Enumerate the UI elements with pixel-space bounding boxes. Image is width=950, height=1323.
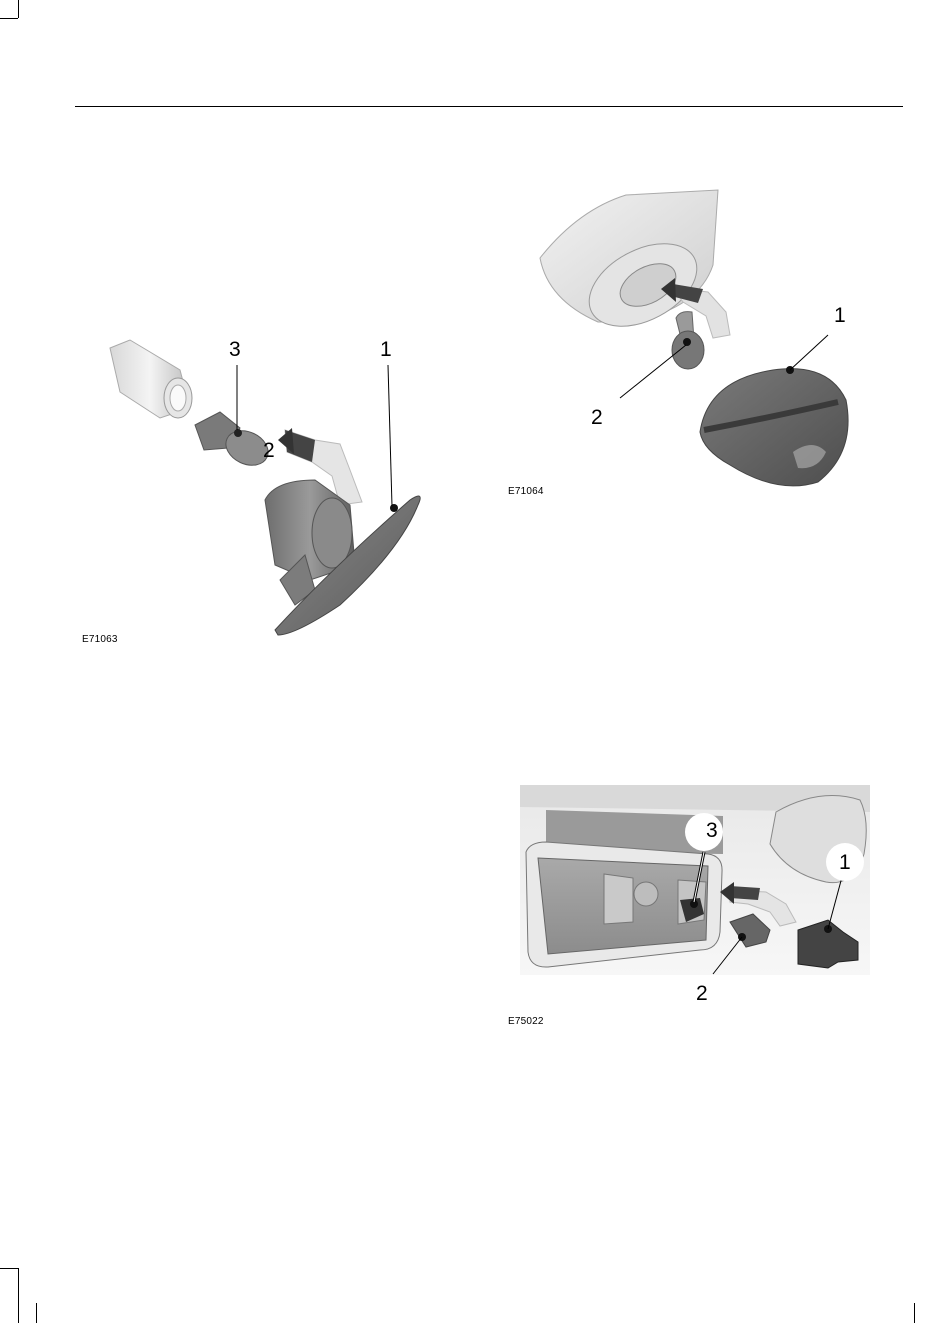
side-lamp-illustration	[100, 330, 460, 650]
figure-id: E71064	[508, 487, 544, 497]
crop-mark-bottom-tick-right	[914, 1303, 915, 1323]
leader-line-2	[620, 345, 686, 398]
courtesy-lamp-illustration	[508, 190, 868, 510]
header-rule	[75, 106, 903, 107]
callout-1: 1	[834, 305, 846, 326]
figure-id: E75022	[508, 1017, 544, 1027]
festoon-bulb	[672, 312, 704, 369]
leader-line-1	[790, 335, 828, 370]
crop-mark-bottom-left-h	[0, 1268, 18, 1269]
figure-courtesy-lamp: 1 2 E71064	[508, 190, 868, 510]
callout-2: 2	[263, 440, 275, 461]
crop-mark-top-left-h	[0, 18, 18, 19]
bulb-holder	[110, 340, 192, 418]
figure-side-lamp: 3 1 2 E71063	[100, 330, 460, 650]
crop-mark-top-left-v	[18, 0, 19, 18]
crop-mark-bottom-tick-left	[36, 1303, 37, 1323]
callout-2: 2	[591, 407, 603, 428]
plate-lamp-illustration	[508, 782, 878, 1032]
lamp-housing	[265, 480, 420, 635]
crop-mark-bottom-left-v	[18, 1268, 19, 1323]
figure-plate-lamp: 3 1 2 E75022	[508, 782, 878, 1032]
callout-1: 1	[380, 339, 392, 360]
leader-line-1	[388, 365, 392, 506]
wedge-bulb	[195, 412, 274, 472]
callout-1: 1	[839, 852, 851, 873]
callout-3: 3	[706, 820, 718, 841]
callout-2: 2	[696, 983, 708, 1004]
callout-3: 3	[229, 339, 241, 360]
figure-id: E71063	[82, 635, 118, 645]
lamp-lens-dome	[700, 366, 848, 486]
